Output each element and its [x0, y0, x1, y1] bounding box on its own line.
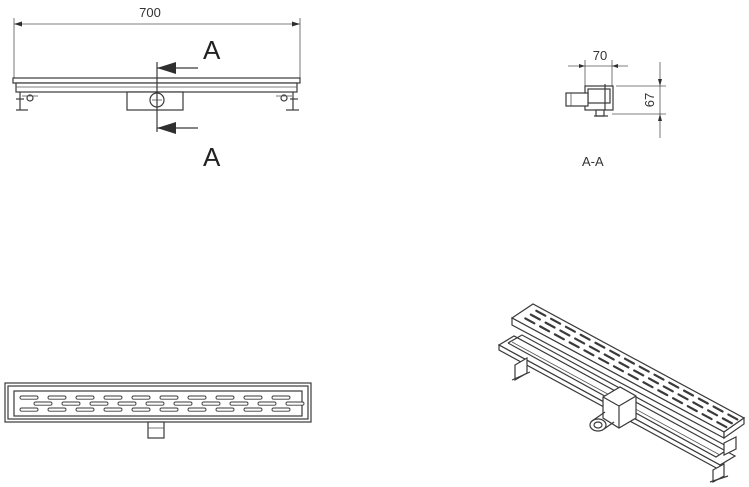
iso-grate-slot	[544, 321, 556, 329]
iso-grate-slot	[564, 325, 576, 333]
iso-grate-slot	[721, 417, 733, 425]
iso-grate-slot	[529, 313, 541, 321]
grate-slot	[47, 407, 67, 412]
grate-slot	[19, 395, 39, 400]
grate-slot	[173, 401, 193, 406]
iso-grate-slot	[653, 373, 665, 381]
iso-grate-slot	[638, 365, 650, 373]
iso-grate-slot	[574, 337, 586, 345]
iso-grate-slot	[642, 381, 654, 389]
iso-grate-slot	[677, 393, 689, 401]
grate-slot	[145, 401, 165, 406]
iso-grate-slot	[579, 333, 591, 341]
iso-grate-slot	[553, 333, 565, 341]
grate-slot	[215, 407, 235, 412]
grate-slot	[131, 395, 151, 400]
grate-slot	[103, 407, 123, 412]
iso-grate-slot	[594, 341, 606, 349]
grate-slots	[19, 395, 305, 412]
iso-grate-slot	[583, 349, 595, 357]
iso-grate-slot	[568, 341, 580, 349]
section-caption: A-A	[582, 154, 604, 169]
grate-slot	[61, 401, 81, 406]
grate-slot	[117, 401, 137, 406]
foot-left	[16, 92, 38, 111]
grate-slot	[271, 407, 291, 412]
iso-grate-slot	[627, 373, 639, 381]
iso-grate-slot	[609, 349, 621, 357]
grate-slot	[229, 401, 249, 406]
iso-grate-slot	[668, 381, 680, 389]
front-view: 700	[12, 5, 301, 172]
width-dimension-label: 70	[593, 48, 607, 63]
iso-grate-slot	[618, 361, 630, 369]
iso-grate-slot	[671, 397, 684, 405]
grate-slot	[187, 407, 207, 412]
height-dimension-label: 67	[642, 93, 657, 107]
iso-grate-slot	[598, 357, 610, 365]
section-marker-top: A	[203, 35, 221, 65]
grate-slot	[243, 395, 263, 400]
iso-grate-slot	[524, 317, 536, 325]
length-dimension: 700	[13, 5, 301, 78]
iso-grate-slot	[549, 317, 562, 325]
section-cut-line: A A	[156, 35, 221, 172]
top-view	[4, 382, 312, 439]
height-dimension: 67	[612, 62, 666, 138]
iso-grate-slot	[559, 329, 571, 337]
grate-slot	[75, 395, 95, 400]
iso-grate-slot	[603, 353, 615, 361]
iso-grate-slot	[612, 365, 625, 373]
grate-slot	[75, 407, 95, 412]
grate-slot	[89, 401, 109, 406]
grate-slot	[159, 395, 179, 400]
grate-slot	[243, 407, 263, 412]
iso-grate-slot	[701, 413, 713, 421]
iso-grate-slot	[538, 325, 551, 333]
iso-grate-slot	[682, 389, 695, 397]
grate-slot	[285, 401, 305, 406]
section-marker-bottom: A	[203, 142, 221, 172]
grate-slot	[201, 401, 221, 406]
length-dimension-label: 700	[139, 5, 161, 20]
iso-grate-slot	[633, 369, 645, 377]
iso-grate-slot	[657, 389, 669, 397]
grate-slot	[103, 395, 123, 400]
grate-slot	[47, 395, 67, 400]
iso-grate-slot	[727, 413, 739, 421]
grate-slot	[19, 407, 39, 412]
iso-grate-slot	[716, 421, 728, 429]
grate-slot	[215, 395, 235, 400]
iso-grate-slot	[692, 401, 704, 409]
iso-grate-slots	[524, 309, 739, 429]
iso-grate-slot	[535, 309, 547, 317]
isometric-view	[497, 303, 746, 484]
width-dimension: 70	[568, 48, 628, 88]
channel-profile	[565, 84, 614, 117]
grate-slot	[33, 401, 53, 406]
grate-slot	[271, 395, 291, 400]
iso-grate-slot	[706, 409, 719, 417]
grate-slot	[257, 401, 277, 406]
iso-grate-slot	[697, 397, 709, 405]
iso-grate-slot	[588, 345, 601, 353]
section-view: 70 67 A-A	[565, 48, 666, 169]
iso-grate-slot	[647, 377, 660, 385]
iso-grate-slot	[623, 357, 636, 365]
iso-grate-slot	[662, 385, 674, 393]
iso-grate-slot	[686, 405, 698, 413]
grate-slot	[131, 407, 151, 412]
grate-slot	[187, 395, 207, 400]
foot-right	[276, 92, 299, 111]
iso-grate-slot	[712, 405, 724, 413]
grate-slot	[159, 407, 179, 412]
